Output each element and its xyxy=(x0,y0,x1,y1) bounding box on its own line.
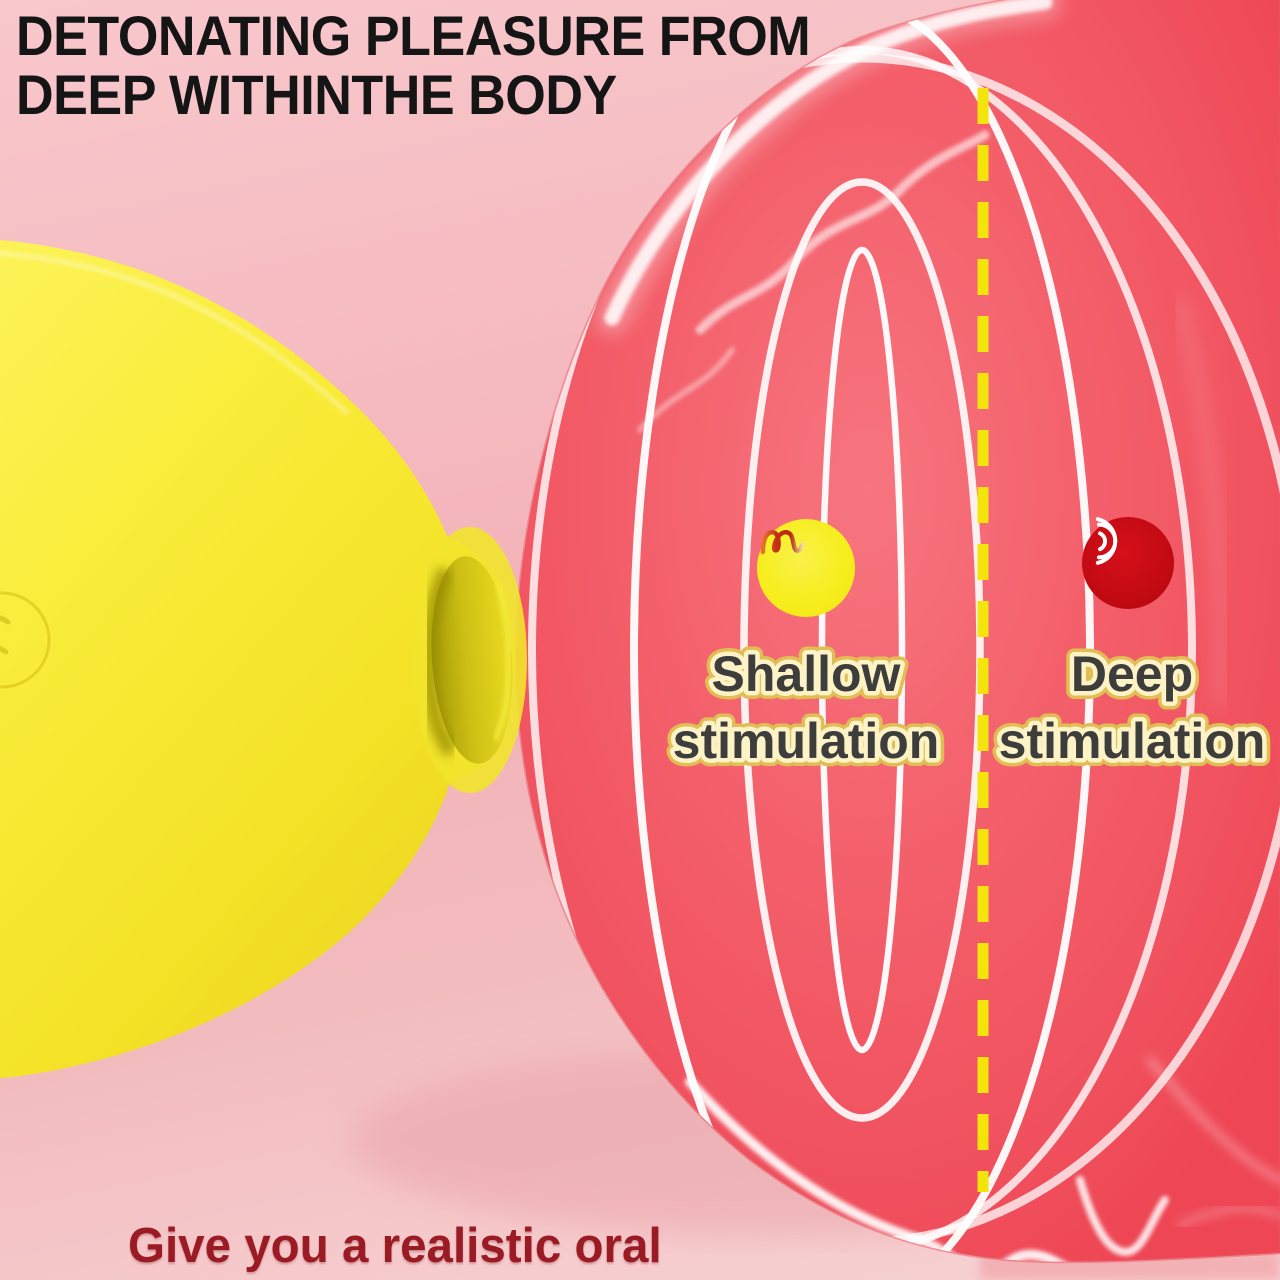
sphere-highlights xyxy=(595,0,1280,1262)
headline-line2: DEEP WITHINTHE BODY xyxy=(16,63,617,127)
shallow-zone-label: Shallow Shallow stimulation stimulation xyxy=(586,636,1026,786)
stimulation-sphere xyxy=(514,0,1280,1264)
deep-label-line2: stimulation xyxy=(999,713,1266,769)
headline-line1: DETONATING PLEASURE FROM xyxy=(16,4,811,67)
headline: DETONATING PLEASURE FROM DEEP WITHINTHE … xyxy=(16,4,811,127)
device-edge-highlight xyxy=(0,251,350,416)
deep-label-line1: Deep xyxy=(1071,646,1193,702)
shallow-label-line1-outline: Shallow xyxy=(712,646,901,702)
ripple-arcs-icon xyxy=(1095,517,1118,565)
suction-mouth xyxy=(413,527,527,793)
shallow-label-line2-outline: stimulation xyxy=(673,713,940,769)
shallow-label-line2: stimulation xyxy=(673,713,940,769)
suction-device xyxy=(0,240,527,1079)
deep-zone-label: Deep Deep stimulation stimulation xyxy=(912,636,1280,786)
device-power-button[interactable] xyxy=(0,591,51,689)
shallow-label-line1: Shallow xyxy=(712,646,901,702)
pulse-wave-icon xyxy=(760,529,805,555)
shallow-zone-icon xyxy=(757,519,855,617)
deep-label-line1-outline: Deep xyxy=(1071,646,1193,702)
deep-zone-icon xyxy=(1082,517,1174,609)
deep-label-line2-outline: stimulation xyxy=(999,713,1266,769)
bottom-caption: Give you a realistic oral xyxy=(128,1219,662,1273)
